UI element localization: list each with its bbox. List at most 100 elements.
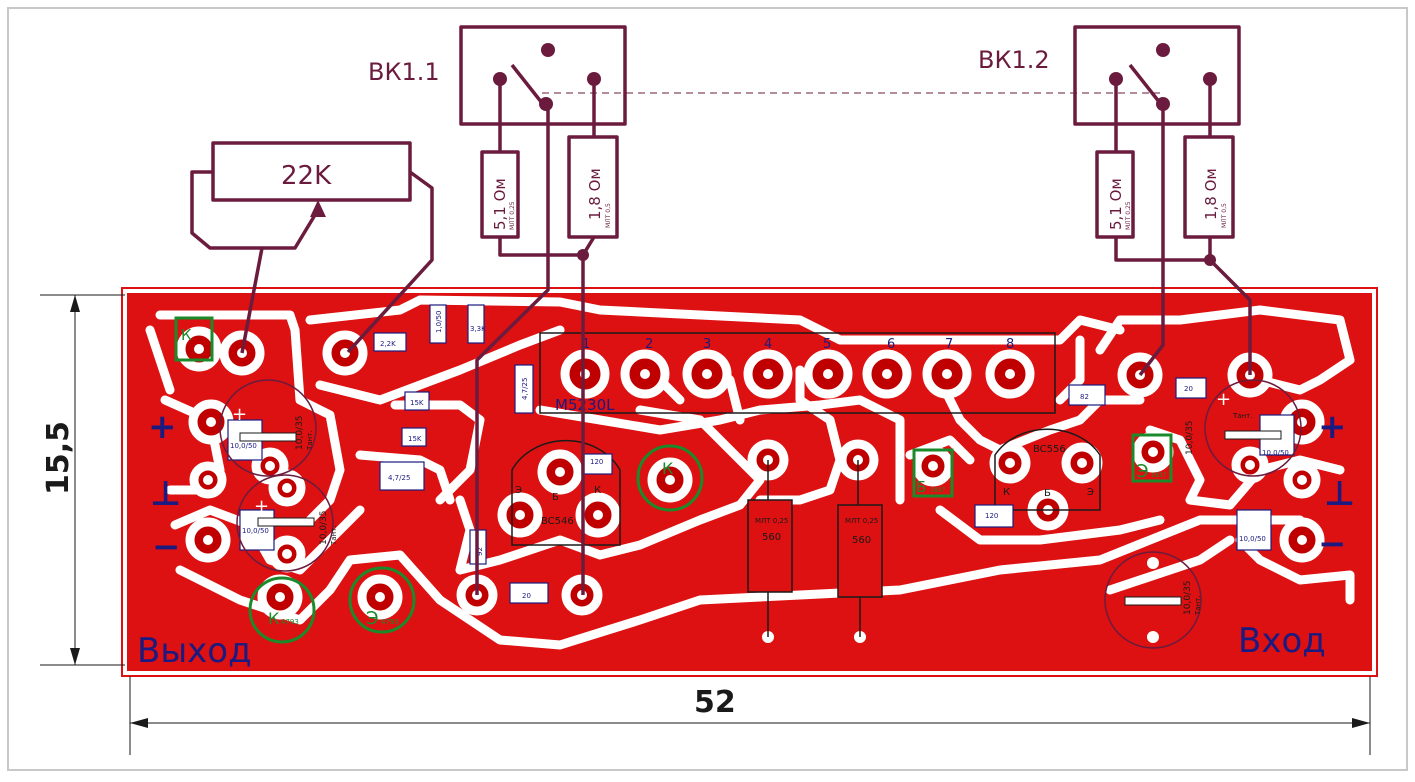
smd-labels: 2,2K 1,0/50 3,3K 4,7/25 15K 15K 4,7/25 1… (230, 311, 1289, 600)
res-1-8-right-type: МЛТ 0,5 (1221, 203, 1228, 228)
kt1837-k-label: К (662, 459, 674, 478)
res-1-8-right-label: 1,8 Ом (1202, 168, 1220, 220)
smd-r-15k-a-label: 15K (410, 399, 424, 407)
cap-tant-2-label: 10,0/35 (319, 510, 329, 545)
kt1837-e-num: 1837 (1151, 472, 1166, 479)
dimension-lines (40, 294, 1371, 755)
kt4793-b-label: К (181, 326, 192, 344)
cap-tant-1 (219, 379, 317, 477)
smd-r-20b (1175, 377, 1207, 399)
smd-c-10-50a-label: 10,0/50 (230, 442, 257, 450)
res-5-1-right-label: 5,1 Ом (1107, 178, 1125, 230)
smd-r-15k-a (404, 391, 430, 411)
smd-c-10-50d (1236, 509, 1272, 551)
bc546-pin-e: Э (515, 485, 522, 496)
bc546-pin-b: Б (552, 492, 559, 503)
hole (1147, 631, 1159, 643)
kt4793-e-marker (348, 566, 416, 634)
height-dimension: 15,5 (41, 421, 76, 495)
smd-r-120a-label: 120 (590, 458, 603, 466)
smd-r-120b-label: 120 (985, 512, 998, 520)
kt4793-k-label: К (268, 609, 280, 628)
left-ground: ⊥ (150, 474, 181, 514)
tantalum-caps (219, 379, 1302, 649)
smd-r-20a-label: 20 (522, 592, 531, 600)
right-minus: − (1318, 524, 1347, 564)
res-560-a-value: 560 (762, 532, 781, 543)
smd-r-82 (1068, 384, 1106, 406)
frame (7, 7, 1408, 771)
input-label: Вход (1238, 621, 1326, 661)
kt1837-b-num: 1837 (930, 487, 945, 494)
chip-outline (539, 332, 1056, 414)
smd-r-120b (974, 504, 1014, 528)
switch-1-label: ВК1.1 (368, 58, 440, 86)
board-outline (121, 287, 1378, 677)
res-5-1-left-label: 5,1 Ом (491, 178, 509, 230)
bc556-name: BC556 (1033, 444, 1066, 455)
smd-r-2-2k (373, 332, 407, 352)
pin-2: 2 (645, 337, 653, 352)
left-minus: − (152, 527, 181, 567)
res-560-labels: МЛТ 0,25 560 МЛТ 0,25 560 (755, 517, 878, 546)
res-1-8-left-label: 1,8 Ом (586, 168, 604, 220)
bc546-name: BC546 (541, 516, 574, 527)
smd-c-1-50 (429, 304, 447, 344)
smd-r-20a (509, 582, 549, 604)
smd-r-3-3k-label: 3,3K (470, 325, 486, 333)
cap-plus: + (254, 496, 269, 517)
bc556-outline (994, 428, 1101, 511)
silk-markers (174, 316, 1173, 644)
smd-r-15k-b-label: 15K (408, 435, 422, 443)
smd-r-2-2k-label: 2,2K (380, 340, 396, 348)
kt4793-b-marker (174, 316, 214, 362)
smd-c-1-50-label: 1,0/50 (435, 311, 443, 333)
smd-c-4-7-25a (514, 364, 534, 414)
pin-8: 8 (1006, 337, 1014, 352)
bc556-pin-k: К (1003, 487, 1010, 498)
res-560-b-type: МЛТ 0,25 (845, 517, 878, 525)
smd-c-10-50d-label: 10,0/50 (1239, 535, 1266, 543)
schematic-nodes (493, 43, 1217, 266)
smd-r-3-3k (467, 304, 485, 344)
kt1837-b-marker (912, 448, 954, 498)
chip-name: M5230L (555, 396, 615, 414)
pin-5: 5 (823, 337, 831, 352)
cap-tant-3-label: 10,0/35 (1185, 420, 1195, 455)
res-560-a-type: МЛТ 0,25 (755, 517, 788, 525)
smd-r-82-label: 82 (1080, 393, 1089, 401)
cap-plus: + (1216, 389, 1231, 410)
chip-pins: 1 2 3 4 5 6 7 8 (582, 337, 1014, 352)
smd-c-4-7-25a-label: 4,7/25 (521, 378, 529, 400)
cap-tant-2-type: Тант. (330, 526, 338, 546)
right-ground: ⊥ (1324, 474, 1355, 514)
schematic-wires (190, 25, 1252, 595)
kt4793-e-label: Э (366, 608, 379, 629)
kt1837-k-marker (636, 444, 704, 512)
res-1-8-left-type: МЛТ 0,5 (605, 203, 612, 228)
res-5-1-left-type: МЛТ 0,25 (509, 201, 516, 230)
cap-plus: + (1120, 606, 1135, 627)
transistors (511, 428, 1101, 546)
smd-c-10-50b (239, 509, 275, 551)
smd-c-4-7-25b (379, 461, 425, 491)
hole (1147, 557, 1159, 569)
switch-1-box (459, 25, 627, 126)
silk-labels: К К 4793 Э 4793 К Б 1837 Э 1837 (181, 326, 1166, 629)
res-560-a (747, 499, 793, 593)
bc556-pin-b: Б (1044, 488, 1051, 499)
pin-3: 3 (703, 337, 711, 352)
bc556-pin-e: Э (1087, 487, 1094, 498)
cap-tant-2 (236, 474, 334, 572)
smd-c-10-50c-label: 10,0/50 (1262, 449, 1289, 457)
transistor-labels: BC546 Э Б К BC556 К Б Э (515, 444, 1094, 527)
width-dimension: 52 (694, 685, 736, 720)
switch-2-label: ВК1.2 (978, 46, 1050, 74)
pin-7: 7 (945, 337, 953, 352)
bc546-pin-k: К (594, 485, 601, 496)
bc546-outline (511, 439, 621, 546)
dimension-arrows (70, 295, 1370, 728)
tantalum-plus: + + + + (232, 389, 1231, 627)
